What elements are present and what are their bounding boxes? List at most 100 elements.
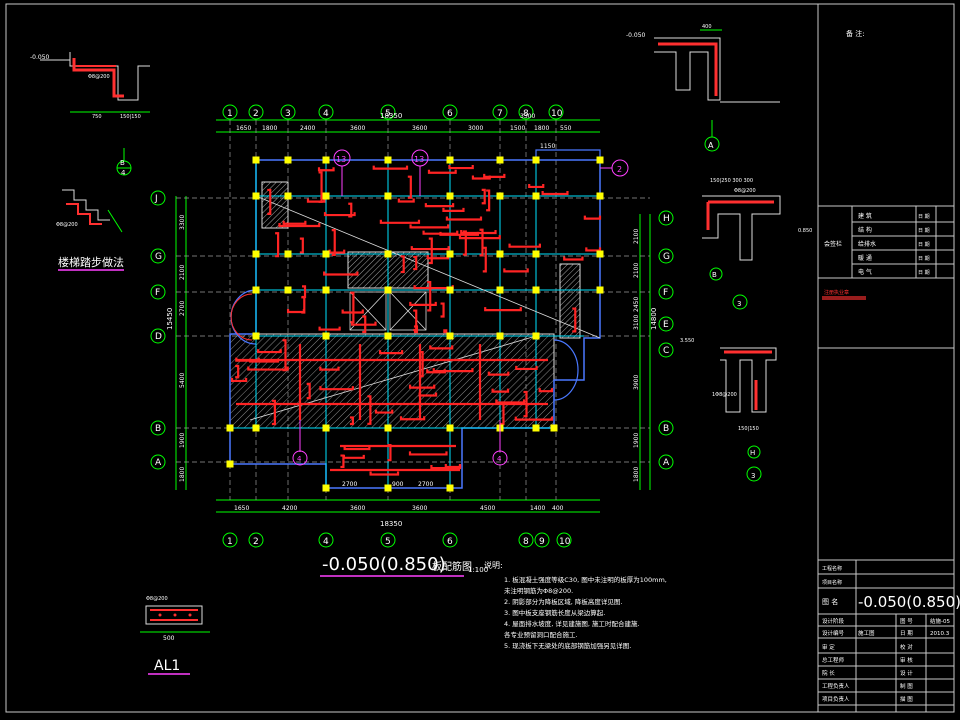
detail-b3: 150|250 300 300 Φ8@200 0.850 B 3 <box>702 178 812 310</box>
rebar-bar <box>486 189 491 212</box>
note-line: 3. 图中板支座钢筋长度从梁边算起. <box>504 608 605 617</box>
column <box>532 192 540 200</box>
dim-left: 2100 <box>179 265 186 280</box>
detail-a: 400 -0.050 A <box>626 24 780 152</box>
rebar-bar <box>351 321 377 326</box>
column <box>384 156 392 164</box>
grid-bubble-bottom <box>222 532 238 548</box>
svg-text:Φ8@200: Φ8@200 <box>146 596 168 602</box>
rebar-bar <box>424 203 455 208</box>
main-title-suffix: 板配筋图 <box>432 560 472 573</box>
callout-13-a-text: 13 <box>336 155 346 164</box>
dim-right: 3900 <box>633 375 640 390</box>
dim-bottom: 3600 <box>350 505 365 512</box>
dim-left: 3300 <box>179 215 186 230</box>
grid-bubble-top <box>380 104 396 120</box>
dim-top: 1650 <box>236 125 251 132</box>
svg-text:Φ8@200: Φ8@200 <box>88 74 110 80</box>
rebar-bar <box>267 188 272 216</box>
dim-top: 1800 <box>534 125 549 132</box>
rebar-bar <box>230 377 248 383</box>
rebar-bar <box>397 198 415 203</box>
rebar-bar <box>306 198 326 203</box>
callout-13-a <box>333 149 351 167</box>
rebar-bar <box>430 465 462 470</box>
column <box>496 286 504 294</box>
dim-right: 1900 <box>633 433 640 448</box>
grid-label-top: 8 <box>523 109 529 119</box>
rebar-bar <box>440 302 445 318</box>
rebar-bar <box>302 285 307 299</box>
column <box>496 332 504 340</box>
discipline-date: 日 期 <box>918 256 930 262</box>
discipline-date: 日 期 <box>918 214 930 220</box>
grid-label-bottom: 1 <box>227 537 233 547</box>
rebar-bar <box>328 249 346 254</box>
dim-right: 2100 <box>633 263 640 278</box>
dim-top: 3000 <box>468 125 483 132</box>
callout-13-b <box>411 149 429 167</box>
rebar-bar <box>428 237 433 265</box>
title-code-cell: 图 号 <box>900 617 913 625</box>
svg-text:150|150: 150|150 <box>120 114 141 120</box>
rebar-bar <box>487 371 510 376</box>
rebar-bar <box>367 395 372 425</box>
grid-bubble-left <box>150 420 166 436</box>
dim-bottom: 400 <box>552 505 564 512</box>
rebar-bar <box>413 309 418 332</box>
rebar-bar <box>413 255 418 271</box>
sign-role: 设 计 <box>900 669 913 677</box>
grid-label-bottom: 5 <box>385 537 391 547</box>
dim-bottom-inner: 2700 <box>342 481 357 488</box>
al1-detail: 500 AL1 Φ8@200 <box>140 596 210 675</box>
grid-bubble-right <box>658 316 674 332</box>
column <box>252 192 260 200</box>
grid-label-bottom: 8 <box>523 537 529 547</box>
svg-text:750: 750 <box>92 114 102 120</box>
callout-4-b <box>492 450 508 466</box>
grid-bubble-top <box>442 104 458 120</box>
rebar-bar <box>340 454 345 469</box>
grid-label-left: D <box>155 332 162 342</box>
column <box>252 332 260 340</box>
rebar-bar <box>282 220 307 225</box>
callout-13-b-text: 13 <box>414 155 424 164</box>
grid-bubble-right <box>658 210 674 226</box>
column <box>384 424 392 432</box>
discipline-date: 日 期 <box>918 228 930 234</box>
grid-label-right: E <box>663 320 669 330</box>
grid-bubble-left <box>150 454 166 470</box>
grid-label-right: F <box>663 288 668 298</box>
rebar-bar <box>408 451 448 456</box>
dim-right: 2450 <box>633 297 640 312</box>
rebar-bar <box>343 446 371 451</box>
dim-bottom: 1650 <box>234 505 249 512</box>
grid-label-top: 1 <box>227 109 233 119</box>
main-title-group: -0.050(0.850) 板配筋图 1:100 <box>320 554 488 577</box>
note-line: 5. 现浇板下无梁处的底部钢筋加强另见详图. <box>504 641 631 650</box>
rebar-bar <box>583 215 602 220</box>
sign-role: 工程负责人 <box>822 682 850 690</box>
rebar-bar <box>429 345 454 350</box>
rebar-bar <box>413 325 419 334</box>
lowered-slab-zone <box>229 333 555 429</box>
svg-text:-0.050: -0.050 <box>30 54 50 61</box>
rebar-bar <box>563 256 584 261</box>
column <box>284 286 292 294</box>
column <box>252 156 260 164</box>
rebar-bar <box>481 188 486 205</box>
rebar-bar <box>408 384 436 389</box>
svg-text:150|150: 150|150 <box>738 426 759 432</box>
column <box>252 424 260 432</box>
title-code-cell: 结施-05 <box>930 617 950 625</box>
grid-bubble-top <box>318 104 334 120</box>
grid-label-left: J <box>154 194 158 204</box>
rebar-bar <box>503 268 529 273</box>
grid-label-left: A <box>155 458 162 468</box>
al1-label: AL1 <box>154 658 180 674</box>
column <box>550 424 558 432</box>
grid-label-bottom: 10 <box>559 537 571 547</box>
column <box>596 192 604 200</box>
overall-height-right: 14800 <box>650 308 658 330</box>
column <box>532 156 540 164</box>
